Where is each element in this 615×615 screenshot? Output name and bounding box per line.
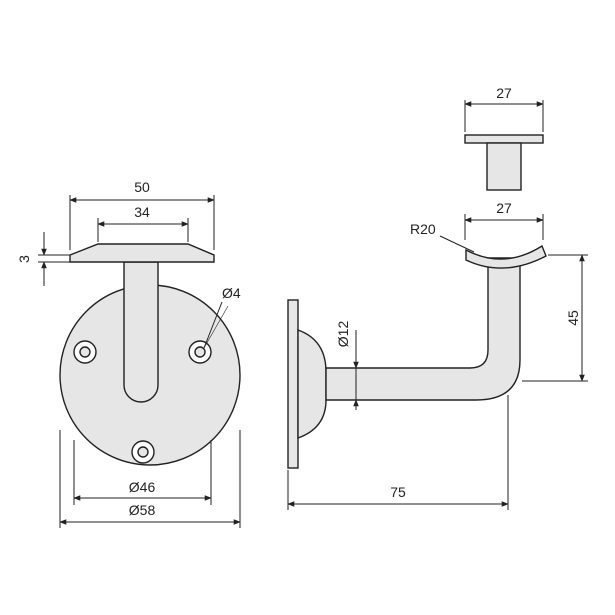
bent-arm	[325, 257, 521, 401]
dim-hole-dia: Ø4	[222, 285, 241, 301]
mounting-hole-left	[73, 340, 97, 364]
wall-plate-side	[287, 299, 299, 469]
dim-pcd-46: Ø46	[129, 479, 156, 495]
dim-height-45: 45	[565, 310, 581, 326]
front-view: 50 34 3 Ø4 Ø46 Ø58	[16, 179, 241, 528]
arm-stem	[123, 261, 159, 403]
dim-width-50: 50	[134, 179, 150, 195]
dim-thickness-3: 3	[16, 255, 32, 263]
saddle-plate-top	[464, 134, 544, 144]
saddle-stem-top	[486, 142, 522, 191]
dim-width-34: 34	[134, 204, 150, 220]
saddle-curved	[465, 244, 547, 269]
dim-projection-75: 75	[390, 484, 406, 500]
side-view: 27 27 R20 Ø12 45 75	[287, 85, 588, 510]
dim-saddle-27: 27	[496, 200, 512, 216]
dim-radius-r20: R20	[410, 221, 436, 237]
mounting-hole-bottom	[131, 440, 155, 464]
dim-tube-12: Ø12	[335, 321, 351, 348]
wall-plate-boss	[297, 329, 327, 439]
mounting-hole-right	[188, 340, 212, 364]
saddle-top-front	[69, 243, 215, 263]
dim-saddle-top-27: 27	[496, 85, 512, 101]
dim-plate-58: Ø58	[129, 502, 156, 518]
